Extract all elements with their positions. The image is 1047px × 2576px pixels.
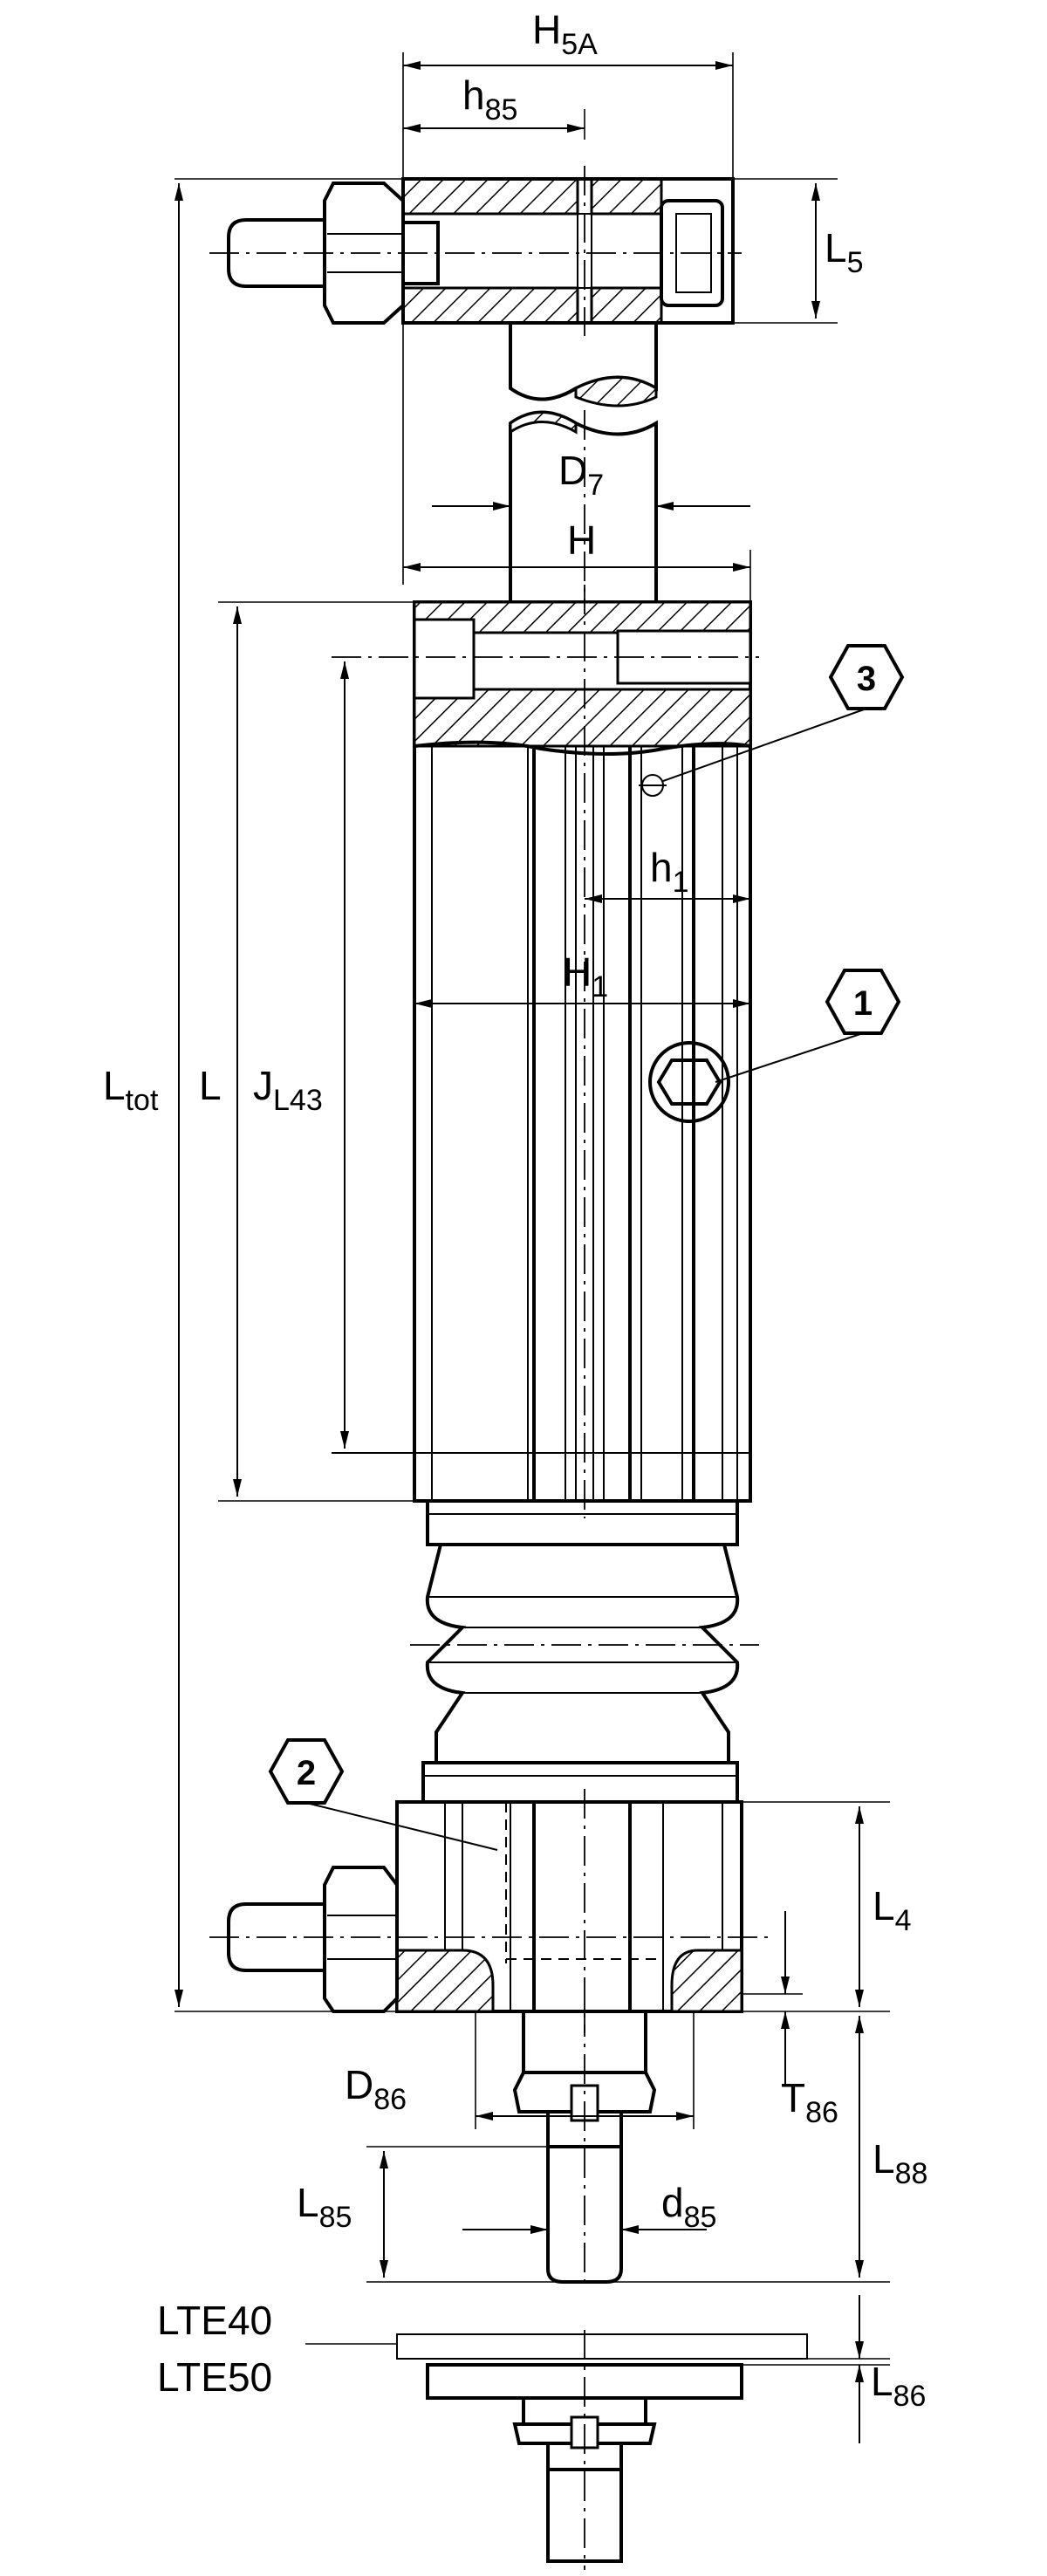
label-l4: L4 (872, 1883, 912, 1937)
label-d86: D86 (345, 2062, 407, 2116)
label-l5: L5 (825, 225, 864, 279)
label-d85: d85 (661, 2180, 716, 2234)
extension-lines (174, 52, 890, 2366)
callout-2-number: 2 (297, 1754, 316, 1792)
label-ltot: Ltot (103, 1063, 159, 1117)
lte-plates (396, 2330, 808, 2570)
callout-1-number: 1 (853, 984, 872, 1023)
bellows (410, 1499, 759, 1804)
label-d7: D7 (558, 448, 604, 502)
callout-2: 2 (268, 1738, 498, 1851)
bottom-block (209, 1789, 768, 2033)
label-l88: L88 (872, 2136, 927, 2190)
label-h85: h85 (462, 72, 517, 127)
label-lte40: LTE40 (157, 2298, 272, 2343)
label-lte50: LTE50 (157, 2354, 272, 2400)
cylinder-body (332, 585, 759, 1518)
label-t86: T86 (781, 2075, 838, 2129)
label-h1-big: H1 (563, 949, 608, 1004)
port-1-fitting (648, 1041, 730, 1123)
callout-3-number: 3 (857, 660, 876, 698)
label-l: L (199, 1063, 222, 1108)
label-h: H (567, 517, 596, 563)
label-l85: L85 (297, 2180, 352, 2234)
label-l86: L86 (871, 2359, 926, 2413)
label-h1-small: h1 (650, 845, 689, 899)
label-h5a: H5A (532, 7, 598, 61)
label-jl43: JL43 (253, 1063, 323, 1117)
callout-1: 1 (715, 969, 901, 1083)
dimension-lines (174, 61, 864, 2443)
top-clevis (209, 166, 742, 604)
callout-3: 3 (662, 644, 905, 782)
